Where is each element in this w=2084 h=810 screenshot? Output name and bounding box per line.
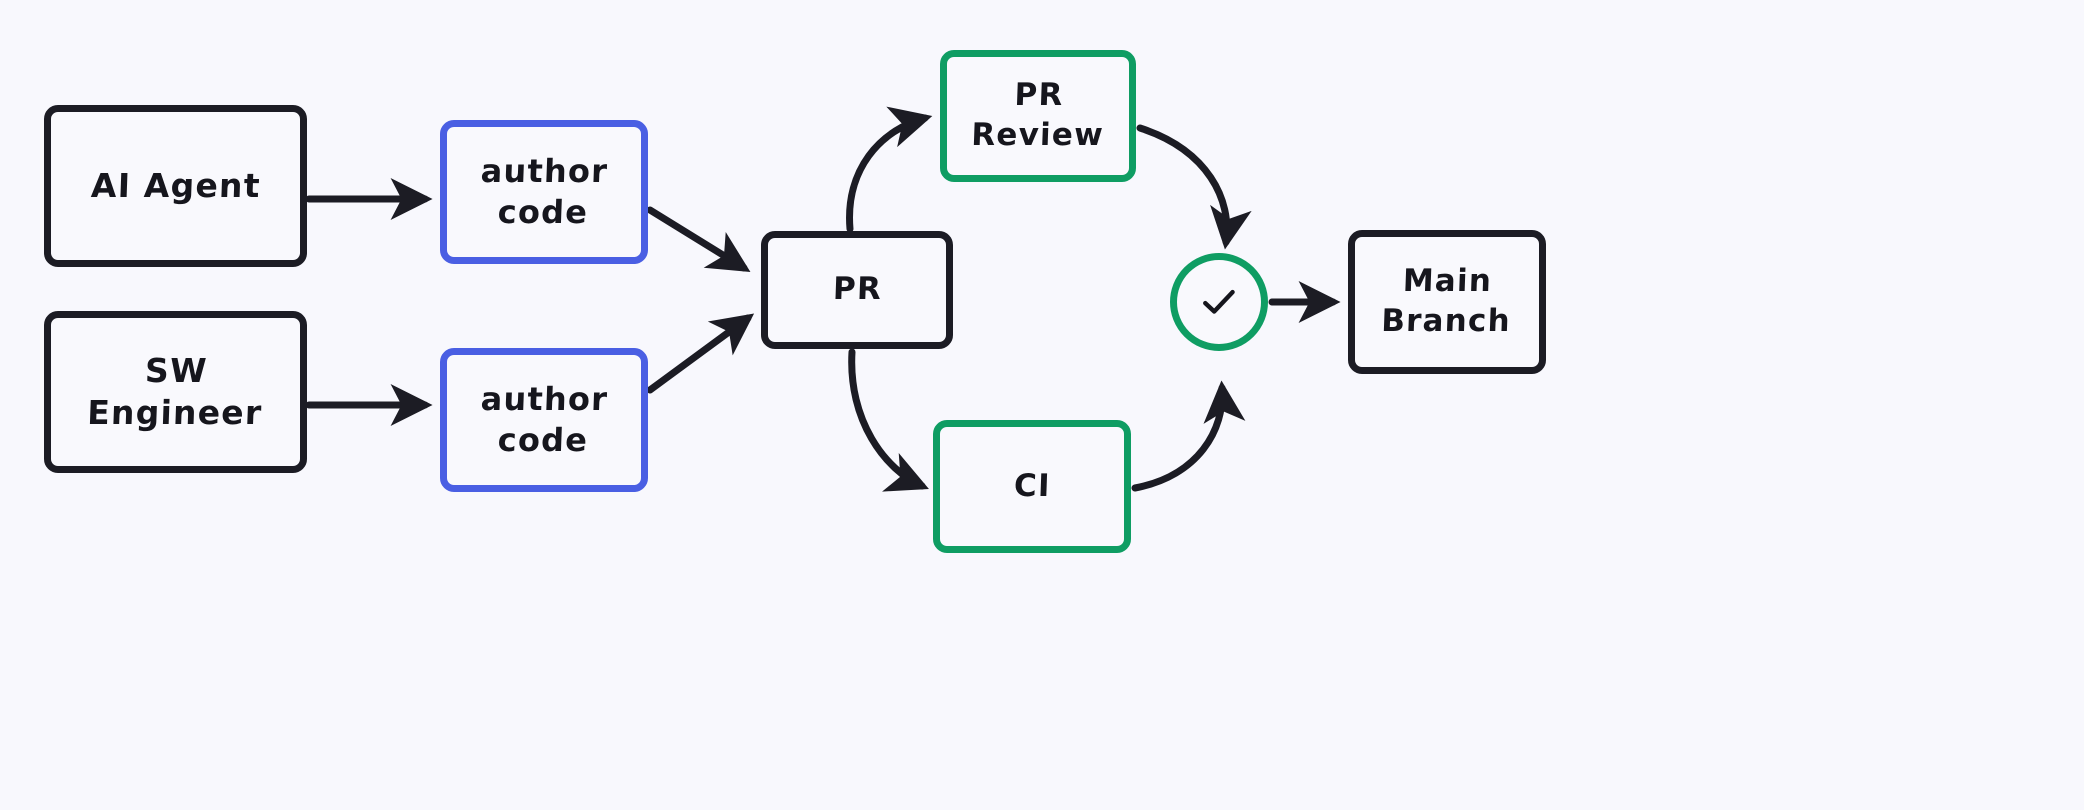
merge-check-node[interactable] xyxy=(1170,253,1268,351)
node-ai-agent-label: AI Agent xyxy=(89,165,262,205)
node-author-code-1-label: author code xyxy=(480,152,610,231)
edge-pr-review-to-check xyxy=(1136,124,1252,250)
node-pr-review-label: PR Review xyxy=(970,77,1105,153)
node-pr-review[interactable]: PR Review xyxy=(940,50,1136,182)
node-main-branch[interactable]: Main Branch xyxy=(1348,230,1546,374)
edge-pr-to-pr-review xyxy=(846,106,933,233)
node-pr-label: PR xyxy=(831,271,883,308)
node-sw-engineer[interactable]: SW Engineer xyxy=(44,311,307,473)
node-pr[interactable]: PR xyxy=(761,231,953,349)
edge-ci-to-check xyxy=(1131,380,1246,492)
node-ci[interactable]: CI xyxy=(933,420,1131,553)
edge-author-code-2-to-pr xyxy=(646,313,755,394)
edge-pr-to-ci xyxy=(848,348,929,492)
node-ci-label: CI xyxy=(1013,467,1052,504)
node-author-code-2-label: author code xyxy=(480,380,610,459)
node-sw-engineer-label: SW Engineer xyxy=(86,350,264,432)
edge-author-code-1-to-pr xyxy=(646,206,751,272)
node-main-branch-label: Main Branch xyxy=(1380,263,1512,339)
node-ai-agent[interactable]: AI Agent xyxy=(44,105,307,267)
node-author-code-1[interactable]: author code xyxy=(440,120,648,264)
node-author-code-2[interactable]: author code xyxy=(440,348,648,492)
check-icon xyxy=(1197,280,1241,324)
